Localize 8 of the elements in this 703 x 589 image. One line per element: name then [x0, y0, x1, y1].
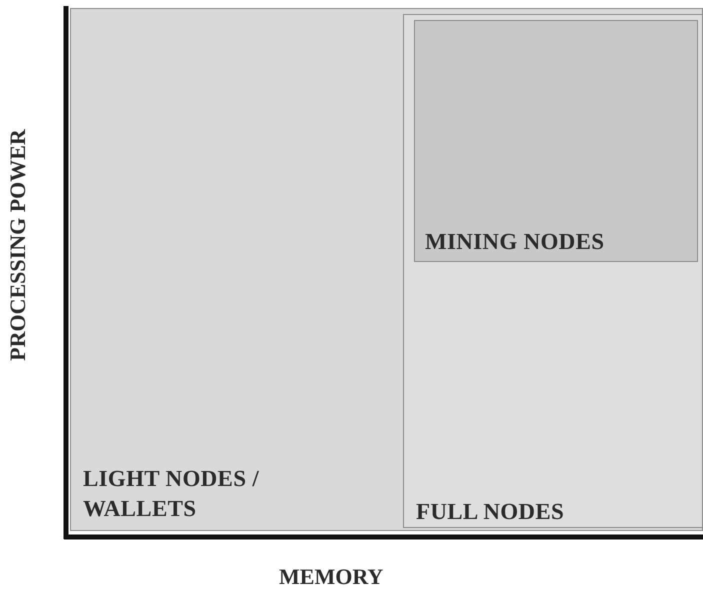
y-axis-label: PROCESSING POWER [4, 129, 31, 361]
region-label: FULL NODES [416, 498, 564, 526]
region-box [70, 8, 703, 531]
region-label: LIGHT NODES / WALLETS [83, 465, 260, 523]
x-axis-label: MEMORY [279, 564, 384, 589]
region-label: MINING NODES [425, 228, 604, 256]
region-box [414, 20, 698, 262]
region-box [403, 14, 703, 528]
